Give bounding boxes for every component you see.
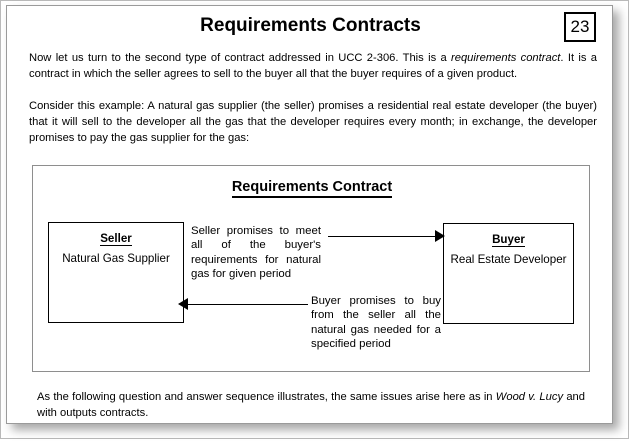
page-title: Requirements Contracts [200, 15, 421, 36]
closing-italic-case: Wood v. Lucy [495, 391, 564, 403]
seller-heading: Seller [49, 232, 183, 246]
intro-text-part2: . It is a contract in which the seller a… [29, 52, 597, 80]
seller-to-buyer-arrow-line [328, 236, 435, 237]
arrow-left-head-icon [178, 298, 188, 310]
requirements-contract-diagram: Requirements Contract Seller Natural Gas… [32, 165, 590, 372]
intro-text-part1: Now let us turn to the second type of co… [29, 52, 452, 64]
example-paragraph: Consider this example: A natural gas sup… [29, 100, 597, 144]
page-number-badge: 23 [564, 12, 596, 42]
diagram-title: Requirements Contract [33, 179, 591, 198]
arrow-right-head-icon [435, 230, 445, 242]
intro-italic-term: requirements contract [451, 52, 561, 64]
buyer-promise-caption: Buyer promises to buy from the seller al… [311, 295, 441, 351]
seller-heading-text: Seller [100, 232, 132, 246]
closing-paragraph: As the following question and answer seq… [37, 389, 585, 421]
seller-subtitle: Natural Gas Supplier [62, 252, 170, 265]
page-number-value: 23 [570, 17, 590, 36]
buyer-box: Buyer Real Estate Developer [443, 223, 574, 324]
slide-sheet: Requirements Contracts 23 Now let us tur… [6, 5, 613, 424]
seller-promise-caption: Seller promises to meet all of the buyer… [191, 225, 321, 281]
buyer-subtitle: Real Estate Developer [450, 253, 567, 266]
diagram-title-text: Requirements Contract [231, 179, 393, 198]
buyer-heading-text: Buyer [492, 233, 525, 247]
buyer-heading: Buyer [444, 233, 573, 247]
seller-box: Seller Natural Gas Supplier [48, 222, 184, 323]
intro-paragraph: Now let us turn to the second type of co… [29, 50, 597, 82]
buyer-to-seller-arrow-line [188, 304, 308, 305]
closing-text-part2: and with outputs contracts. [37, 391, 585, 419]
closing-text-part1: As the following question and answer seq… [37, 391, 496, 403]
